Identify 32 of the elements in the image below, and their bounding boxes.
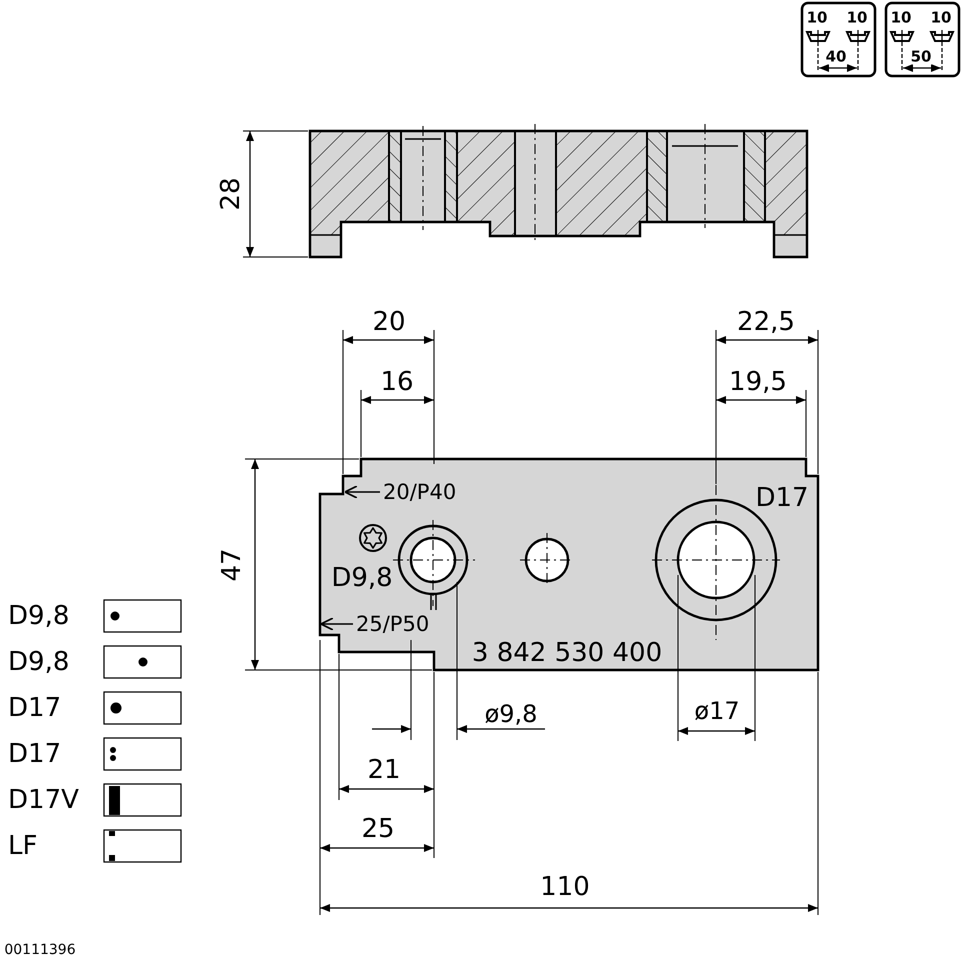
- hole-label: D9,8: [331, 565, 393, 591]
- dimension-value: 20: [372, 309, 406, 335]
- leader-arrow: [344, 485, 380, 499]
- symbol-number: 10: [806, 10, 828, 26]
- symbol-number: 50: [910, 50, 932, 64]
- dimension-value: 21: [367, 757, 401, 783]
- dimension-value: 25: [361, 816, 395, 842]
- dimension-value: ø9,8: [484, 702, 538, 726]
- drawing-number: 00111396: [4, 943, 76, 957]
- dimension-value: 110: [540, 874, 590, 900]
- dimension-value: 22,5: [737, 309, 795, 335]
- legend-label: D9,8: [8, 603, 70, 629]
- position-label: 25/P50: [356, 612, 430, 636]
- legend-label: D17V: [8, 787, 79, 813]
- part-number: 3 842 530 400: [472, 640, 662, 666]
- legend-label: D9,8: [8, 649, 70, 675]
- dimension-value: 16: [380, 369, 414, 395]
- dimension-value: ø17: [694, 699, 740, 723]
- symbol-number: 40: [824, 50, 848, 64]
- symbol-number: 10: [846, 10, 868, 26]
- symbol-number: 10: [930, 10, 952, 26]
- plan-view-drawing: [318, 458, 820, 672]
- dimension-value: 28: [218, 177, 244, 211]
- legend-label: LF: [8, 833, 38, 859]
- dimension-value: 19,5: [729, 369, 787, 395]
- hole-label: D17: [755, 485, 809, 511]
- symbol-number: 10: [890, 10, 912, 26]
- legend-label: D17: [8, 695, 62, 721]
- position-label: 20/P40: [383, 480, 456, 504]
- legend-label: D17: [8, 741, 62, 767]
- leader-arrow: [320, 617, 353, 631]
- dimension-value: 47: [219, 548, 245, 582]
